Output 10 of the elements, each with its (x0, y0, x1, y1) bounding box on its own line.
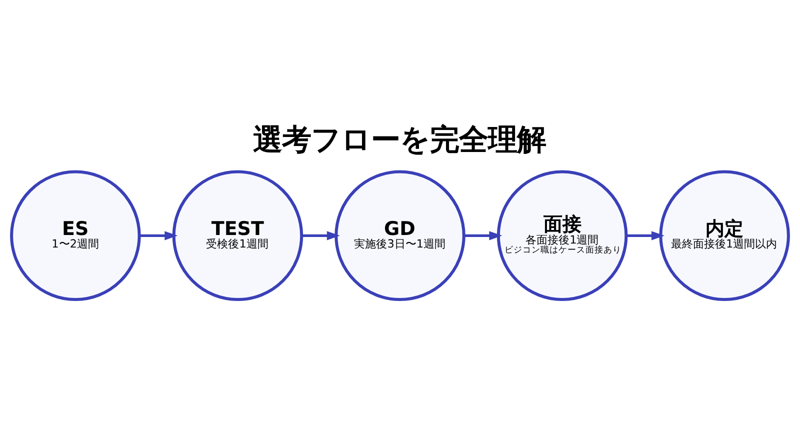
node-circle: ES 1〜2週間 (10, 170, 141, 301)
node-circle: 内定 最終面接後1週間以内 (659, 170, 790, 301)
node-circle: 面接 各面接後1週間 ビジコン職はケース面接あり (496, 170, 628, 301)
arrow (464, 230, 502, 240)
node-circle: GD 実施後3日〜1週間 (334, 170, 466, 301)
arrow (140, 230, 178, 240)
diagram-title: 選考フローを完全理解 (253, 122, 546, 156)
node-circle: TEST 受検後1週間 (172, 170, 304, 301)
arrow (626, 230, 664, 240)
arrow (302, 230, 340, 240)
